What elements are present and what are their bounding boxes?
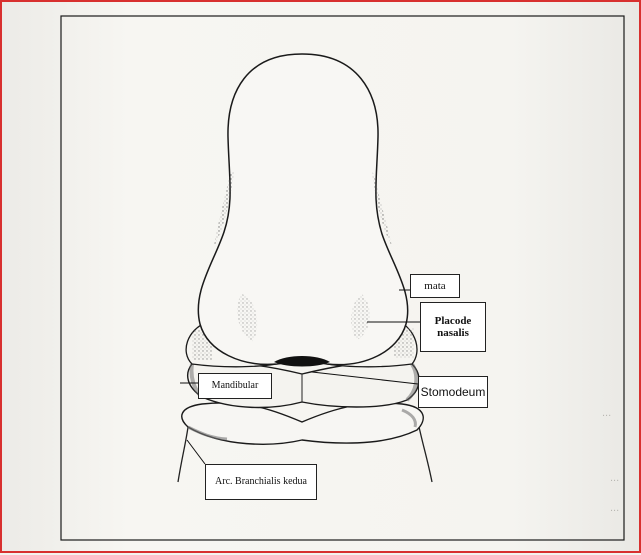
neck-outline-left xyxy=(178,427,188,482)
label-placode-nasalis: Placode nasalis xyxy=(420,302,486,352)
frontonasal-prominence xyxy=(198,54,407,365)
bleed-text-1: ... xyxy=(602,407,611,419)
label-arc-branchialis-kedua: Arc. Branchialis kedua xyxy=(205,464,317,500)
bleed-text-2: ... xyxy=(610,472,619,484)
leader-arc xyxy=(187,440,205,464)
neck-outline-right xyxy=(418,422,432,482)
label-mata: mata xyxy=(410,274,460,298)
label-stomodeum: Stomodeum xyxy=(418,376,488,408)
bleed-text-3: ... xyxy=(610,502,619,514)
label-mandibular: Mandibular xyxy=(198,373,272,399)
